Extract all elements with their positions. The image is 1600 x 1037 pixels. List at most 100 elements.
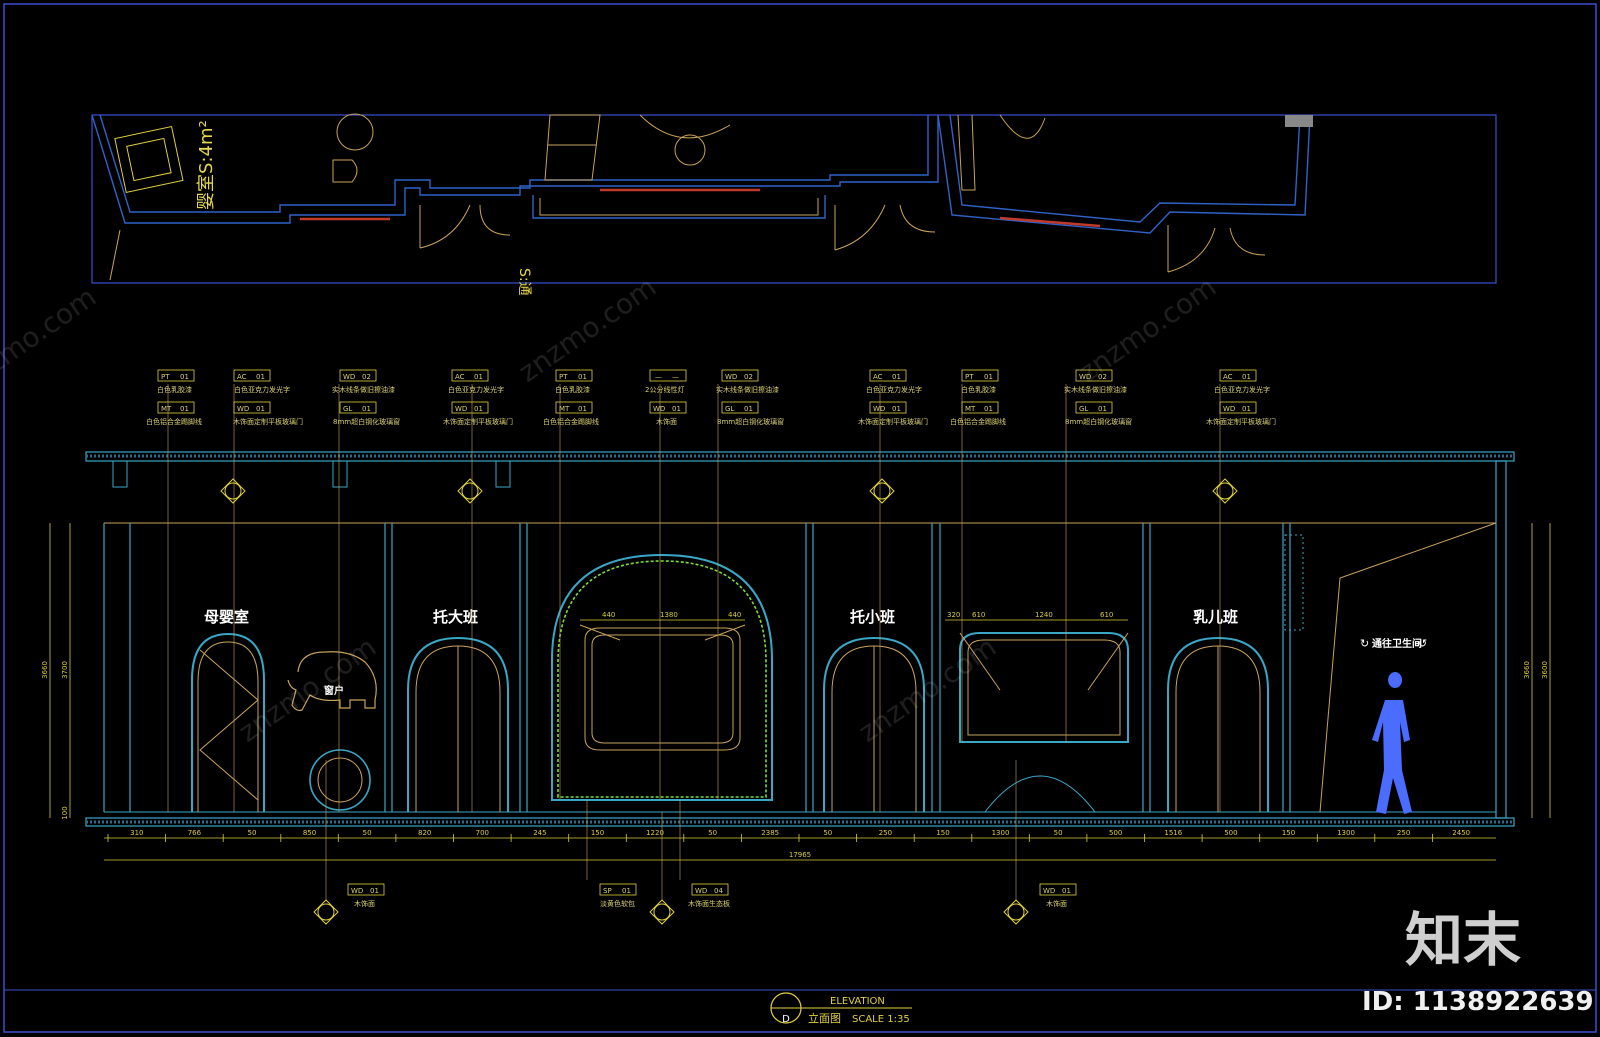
dimension-value: 2385: [761, 829, 779, 837]
tag-code: AC: [873, 373, 883, 381]
dimension-value: 1516: [1164, 829, 1182, 837]
material-tag: PT 01 白色乳胶漆 MT 01 白色铝合金踢脚线: [543, 369, 599, 426]
dimension-value: 50: [363, 829, 372, 837]
right-height-dim: 3600: [1541, 661, 1549, 679]
tag-num: 01: [370, 887, 379, 895]
tag-text: 白色铝合金踢脚线: [543, 417, 599, 426]
dimension-value: 50: [1054, 829, 1063, 837]
tag-code: WD: [695, 887, 707, 895]
dimension-value: 1300: [1337, 829, 1355, 837]
toilet-arrow-left: ↻: [1360, 637, 1369, 650]
door-infant-class: [1167, 636, 1269, 812]
marker-leaders: [325, 760, 1017, 900]
tag-text: 实木线条做旧擦油漆: [716, 385, 779, 394]
tag-num: 01: [362, 405, 371, 413]
tag-num: 01: [256, 405, 265, 413]
material-tag: WD 02 实木线条做旧擦油漆 GL 01 8mm超白钢化玻璃窗: [332, 369, 400, 426]
arch-dim: 440: [602, 611, 615, 619]
ceiling-fixtures: [112, 460, 511, 488]
tag-num: 01: [578, 373, 587, 381]
tag-text: 白色亚克力发光字: [234, 385, 290, 394]
tag-text: 白色乳胶漆: [555, 385, 590, 394]
tag-num: 02: [362, 373, 371, 381]
tag-text: 木饰面定制平板玻璃门: [1206, 417, 1276, 426]
tag-text: 淡黄色软包: [600, 899, 635, 908]
tag-num: 01: [984, 405, 993, 413]
tag-text: 白色乳胶漆: [157, 385, 192, 394]
round-pouf: [309, 749, 371, 811]
material-tag: WD 01 木饰面: [347, 883, 385, 908]
dimension-value: 850: [303, 829, 316, 837]
tag-num: 01: [180, 405, 189, 413]
dimension-value: 500: [1224, 829, 1237, 837]
plan-shelf: [544, 114, 601, 181]
watermark-text: znzmo.com: [512, 270, 662, 389]
tag-num: 01: [984, 373, 993, 381]
tag-num: 01: [744, 405, 753, 413]
brand-watermark: 知末: [1405, 906, 1521, 974]
tag-num: 01: [474, 373, 483, 381]
material-tag: AC 01 白色亚克力发光字 WD 01 木饰面定制平板玻璃门: [858, 369, 928, 426]
tag-num: 01: [180, 373, 189, 381]
material-tag: AC 01 白色亚克力发光字 WD 01 木饰面定制平板玻璃门: [1206, 369, 1276, 426]
tag-num: 01: [622, 887, 631, 895]
door-small-class: [823, 636, 925, 812]
right-wall: [1495, 460, 1507, 819]
tag-num: 01: [256, 373, 265, 381]
id-watermark: ID: 1138922639: [1362, 987, 1594, 1017]
tag-code: WD: [455, 405, 467, 413]
drawing-frame: [3, 3, 1597, 1033]
right-window: [959, 632, 1129, 743]
material-tag: — — 2公分线性灯 WD 01 木饰面: [645, 369, 687, 426]
plan-table-2: [674, 134, 706, 166]
room-label-mother: 母婴室: [204, 608, 249, 626]
room-label-big: 托大班: [433, 608, 478, 626]
tag-text: 白色乳胶漆: [961, 385, 996, 394]
dimension-value: 50: [823, 829, 832, 837]
dimension-value: 766: [188, 829, 202, 837]
plan-table-1: [336, 113, 374, 151]
material-tag: WD 02 实木线条做旧擦油漆 GL 01 8mm超白钢化玻璃窗: [716, 369, 784, 426]
plan-chair-1: [332, 159, 358, 183]
room-label-small: 托小班: [850, 608, 895, 626]
plan-red-strip-3: [999, 216, 1101, 228]
material-tags: PT 01 白色乳胶漆 MT 01 白色铝合金踢脚线 AC 01 白色亚克力发光…: [146, 369, 1276, 426]
toilet-label: 通往卫生间: [1372, 637, 1422, 650]
plan-table-4: [999, 114, 1046, 139]
tag-code: WD: [351, 887, 363, 895]
dimension-chain-arch: 440 1380 440 320 610 1240 610: [580, 611, 1128, 621]
plan-wardrobe-inner: [126, 137, 172, 182]
dimension-value: 150: [1282, 829, 1295, 837]
window-dim: 610: [972, 611, 985, 619]
tag-text: 实木线条做旧擦油漆: [332, 385, 395, 394]
plan-door-swing-2: [834, 204, 936, 251]
tag-code: —: [655, 373, 662, 381]
plan-wall-inner: [99, 114, 1301, 223]
left-height-dim: 100: [61, 806, 69, 819]
semi-circle-bench: [983, 775, 1097, 813]
dimension-value: 820: [418, 829, 431, 837]
plan-wall-line: [91, 114, 1311, 234]
material-tag: WD 02 实木线条做旧擦油漆 GL 01 8mm超白钢化玻璃窗: [1064, 369, 1132, 426]
plan-room-label: 婴室S:4m²: [196, 120, 217, 210]
tag-text: 木饰面: [656, 417, 677, 426]
material-tag: WD 01 木饰面: [1039, 883, 1077, 908]
left-height-dim: 3700: [61, 661, 69, 679]
right-height-dim: 3660: [1523, 661, 1531, 679]
tag-code: PT: [965, 373, 974, 381]
plan-corridor-label: S:通: [516, 268, 532, 296]
tag-code: AC: [1223, 373, 1233, 381]
tag-num: 01: [892, 405, 901, 413]
tag-text: 白色亚克力发光字: [448, 385, 504, 394]
wall-dividers: [103, 523, 1291, 812]
tag-text: 木饰面生态板: [688, 899, 730, 908]
tag-code: PT: [161, 373, 170, 381]
tag-num: 04: [714, 887, 723, 895]
round-pouf-inner: [317, 757, 363, 803]
material-tag: PT 01 白色乳胶漆 MT 01 白色铝合金踢脚线: [950, 369, 1006, 426]
tag-code: WD: [653, 405, 665, 413]
tag-text: 木饰面定制平板玻璃门: [443, 417, 513, 426]
title-en: ELEVATION: [830, 996, 885, 1007]
